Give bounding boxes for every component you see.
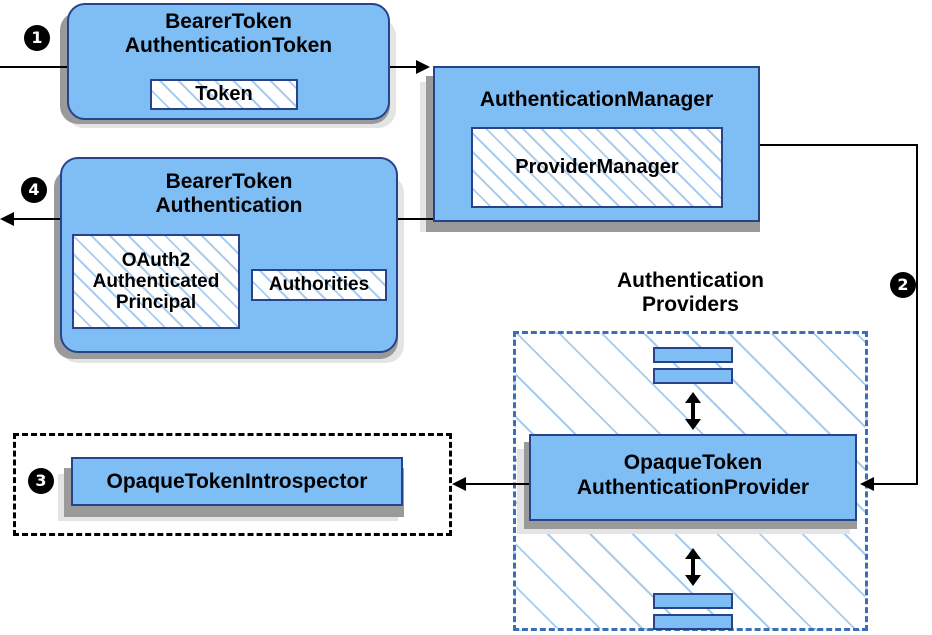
flow-line-into-provider-2 (874, 483, 918, 485)
token-subbox[interactable]: Token (150, 79, 298, 110)
badge-1: 1 (24, 25, 50, 51)
principal-line3: Principal (115, 292, 197, 314)
flow-arrowhead-token-to-manager (416, 60, 430, 74)
opaque-token-authentication-provider-box[interactable] (529, 434, 857, 521)
bearer-token-authentication-title-line2: Authentication (155, 194, 303, 217)
token-label: Token (195, 83, 253, 106)
provider-manager-subbox[interactable]: ProviderManager (471, 127, 723, 208)
badge-2: 2 (890, 272, 916, 298)
provider-stub-bottom-bar-2 (653, 614, 733, 630)
badge-4: 4 (21, 177, 47, 203)
opaque-token-introspector-label: OpaqueTokenIntrospector (106, 470, 368, 493)
flow-arrowhead-outbound-4 (0, 212, 14, 226)
bearer-token-authentication-token-title-line2: AuthenticationToken (124, 34, 333, 57)
opaque-token-introspector-container (13, 433, 452, 536)
badge-3: 3 (28, 468, 54, 494)
principal-line2: Authenticated (92, 270, 220, 292)
flow-arrowhead-into-provider-2 (860, 477, 874, 491)
provider-stub-top-bar-2 (653, 368, 733, 384)
flow-line-provider-to-introspector (466, 483, 529, 485)
flow-line-token-to-manager (390, 66, 422, 68)
double-arrow-bottom (685, 548, 701, 586)
flow-arrowhead-provider-to-introspector (452, 477, 466, 491)
opaque-token-authentication-provider-title-line1: OpaqueToken (623, 451, 763, 474)
flow-line-inbound-1 (0, 66, 70, 68)
principal-line1: OAuth2 (121, 249, 191, 271)
provider-stub-bottom-bar-1 (653, 593, 733, 609)
flow-line-outbound-4 (14, 218, 70, 220)
provider-manager-label: ProviderManager (515, 156, 679, 179)
authentication-manager-title: AuthenticationManager (479, 88, 714, 111)
bearer-token-authentication-token-title-line1: BearerToken (165, 10, 292, 33)
bearer-token-authentication-title-line1: BearerToken (165, 170, 293, 193)
flow-line-manager-right-2 (760, 144, 918, 146)
double-arrow-top (685, 392, 701, 430)
opaque-token-authentication-provider-title-line2: AuthenticationProvider (576, 476, 810, 499)
authentication-providers-label-line2: Providers (642, 293, 739, 316)
opaque-token-introspector-box[interactable] (71, 457, 403, 506)
flow-line-manager-to-authentication (396, 218, 433, 220)
oauth2-authenticated-principal-subbox[interactable]: OAuth2 Authenticated Principal (72, 234, 240, 329)
flow-line-vertical-2 (916, 144, 918, 485)
authorities-label: Authorities (268, 274, 370, 296)
authentication-providers-label-line1: Authentication (617, 269, 764, 292)
authorities-subbox[interactable]: Authorities (251, 269, 387, 301)
provider-stub-top-bar-1 (653, 347, 733, 363)
